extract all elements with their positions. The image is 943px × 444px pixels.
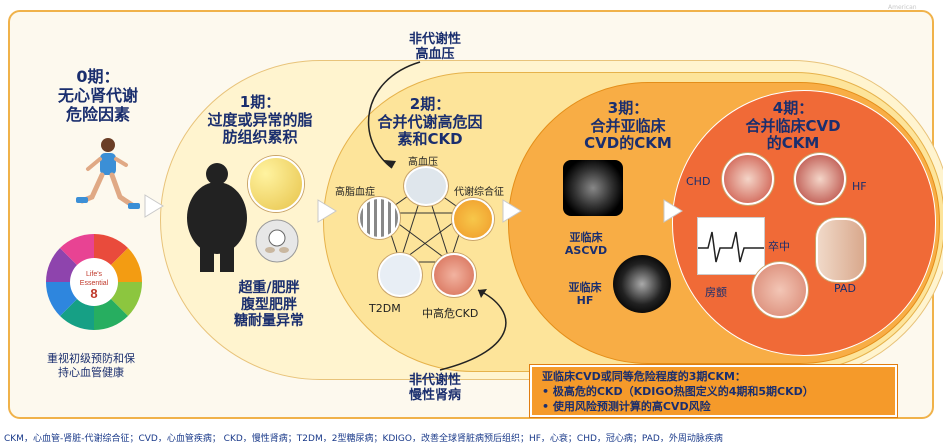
stage1-title: 1期：过度或异常的脂肪组织累积 — [207, 93, 313, 147]
node-t2dm-label: T2DM — [369, 302, 401, 315]
cholesterol-artery-icon — [358, 197, 400, 239]
arrow-stage3-to-4 — [663, 199, 683, 223]
wheel-text-line2: Essential — [80, 280, 109, 287]
stage0-title: 0期：无心肾代谢危险因素 — [57, 67, 138, 124]
stage4-pad-label: PAD — [834, 282, 856, 295]
footer-abbreviations: CKM，心血管-肾脏-代谢综合征；CVD，心血管疾病； CKD，慢性肾病；T2D… — [4, 434, 723, 444]
stage0-caption: 重视初级预防和保持心血管健康 — [47, 352, 135, 379]
arrow-stage1-to-2 — [317, 199, 337, 223]
stage4-hf-label: HF — [852, 180, 867, 193]
blood-pressure-monitor-icon — [404, 166, 448, 206]
kidney-icon — [432, 253, 476, 297]
stage4-af-label: 房颤 — [705, 286, 727, 299]
glucose-meter-icon — [378, 253, 422, 297]
metabolic-organ-icon — [452, 198, 494, 240]
brain-icon — [752, 262, 808, 318]
callout-line-1: 亚临床CVD或同等危险程度的3期CKM： — [542, 370, 746, 383]
arrow-hypertension-callout — [367, 61, 421, 169]
stage4-stroke-label: 卒中 — [768, 240, 790, 253]
wheel-text-line1: Life's — [86, 271, 103, 278]
ecg-icon — [697, 217, 765, 275]
obese-body-icon — [187, 163, 247, 272]
stage4-chd-label: CHD — [686, 175, 711, 188]
runner-icon — [76, 138, 140, 209]
watermark: American — [888, 4, 917, 11]
arrow-stage2-to-3 — [502, 199, 522, 223]
callout-line-3: • 使用风险预测计算的高CVD风险 — [542, 400, 711, 413]
stage1-labels: 超重/肥胖腹型肥胖糖耐量异常 — [234, 280, 304, 330]
wheel-text-line3: 8 — [90, 286, 97, 301]
stage3-definition-callout: 亚临床CVD或同等危险程度的3期CKM： • 极高危的CKD（KDIGO热图定义… — [530, 365, 897, 417]
scale-icon — [255, 219, 299, 263]
node-hypertension-label: 高血压 — [408, 157, 438, 168]
node-hyperlipidemia-label: 高脂血症 — [335, 187, 375, 198]
lifes-essential-8-wheel: Life's Essential 8 — [45, 233, 143, 331]
heart-chd-icon — [722, 153, 774, 205]
stage2-bottom-callout: 非代谢性慢性肾病 — [408, 373, 461, 404]
callout-line-2: • 极高危的CKD（KDIGO热图定义的4期和5期CKD） — [542, 385, 814, 398]
ct-scan-image — [563, 160, 623, 216]
stage2-top-callout: 非代谢性高血压 — [408, 32, 461, 63]
arrow-stage0-to-1 — [144, 194, 164, 218]
stage2-title: 2期：合并代谢高危因素和CKD — [377, 95, 483, 149]
leg-artery-icon — [816, 218, 866, 282]
heart-hf-icon — [794, 153, 846, 205]
node-metabolic-syndrome-label: 代谢综合征 — [454, 187, 504, 198]
adipose-tissue-icon — [248, 156, 304, 212]
arrow-ckd-callout — [439, 289, 507, 371]
echo-image — [613, 255, 671, 313]
node-ckd-label: 中高危CKD — [422, 307, 479, 320]
